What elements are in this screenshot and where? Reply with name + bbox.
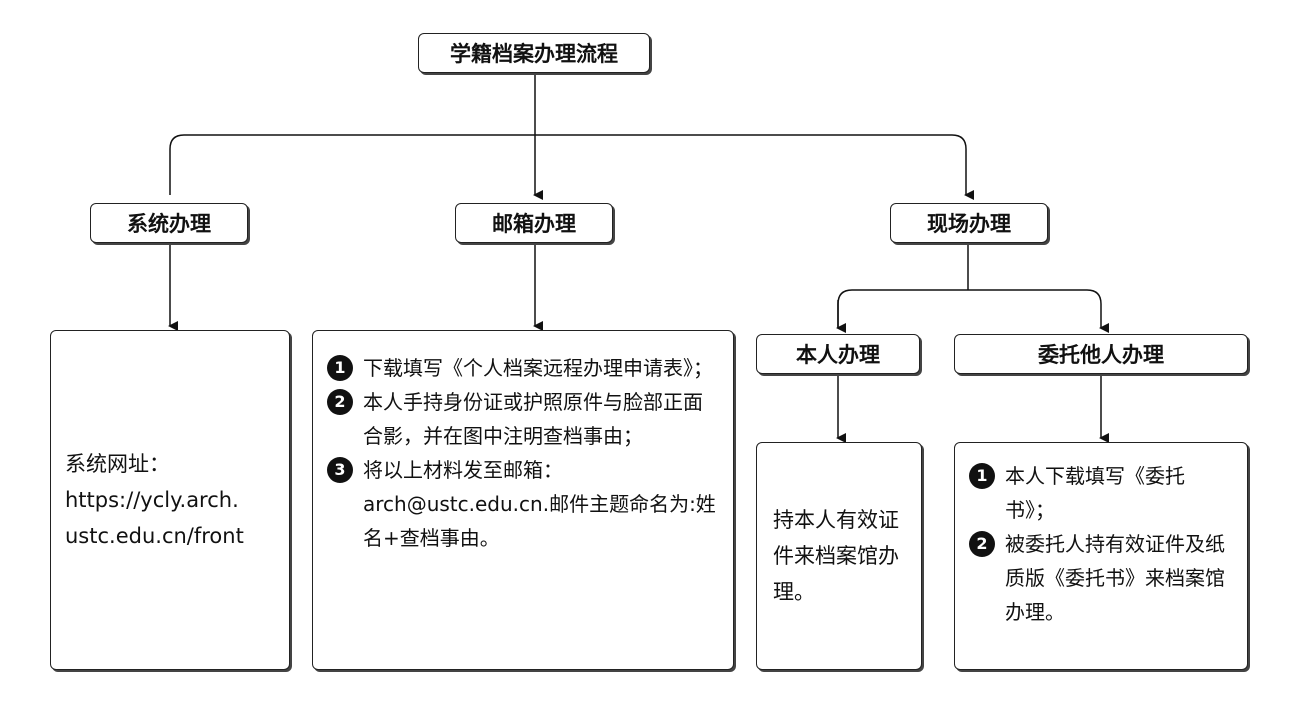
delegate-step-2: 2 被委托人持有效证件及纸质版《委托书》来档案馆办理。 [969, 527, 1233, 629]
step-number-badge: 1 [327, 355, 353, 381]
system-url-part1[interactable]: https://ycly.arch. [65, 488, 239, 512]
system-method-label: 系统办理 [90, 203, 248, 243]
self-handle-label: 本人办理 [756, 334, 920, 374]
delegate-step-text: 被委托人持有效证件及纸质版《委托书》来档案馆办理。 [1005, 532, 1225, 624]
step-number-badge: 3 [327, 457, 353, 483]
flow-title: 学籍档案办理流程 [418, 33, 650, 73]
system-url-label: 系统网址： [65, 452, 170, 476]
top-bracket [169, 134, 974, 200]
self-detail-text: 持本人有效证件来档案馆办理。 [773, 508, 899, 604]
step-number-badge: 2 [327, 389, 353, 415]
email-detail-box: 1 下载填写《个人档案远程办理申请表》； 2 本人手持身份证或护照原件与脸部正面… [312, 330, 734, 670]
email-method-label: 邮箱办理 [455, 203, 613, 243]
onsite-bracket [837, 289, 1109, 333]
step-number-badge: 1 [969, 463, 995, 489]
email-step-text: 下载填写《个人档案远程办理申请表》； [363, 356, 713, 380]
email-step-text: 本人手持身份证或护照原件与脸部正面合影，并在图中注明查档事由； [363, 390, 703, 448]
onsite-method-label: 现场办理 [890, 203, 1048, 243]
delegate-step-1: 1 本人下载填写《委托书》； [969, 459, 1233, 527]
email-step-3: 3 将以上材料发至邮箱：arch@ustc.edu.cn.邮件主题命名为:姓名+… [327, 453, 719, 555]
delegate-step-text: 本人下载填写《委托书》； [1005, 464, 1185, 522]
system-url-part2[interactable]: ustc.edu.cn/front [65, 524, 244, 548]
email-step-text: 将以上材料发至邮箱：arch@ustc.edu.cn.邮件主题命名为:姓名+查档… [363, 458, 716, 550]
self-detail-box: 持本人有效证件来档案馆办理。 [756, 442, 922, 670]
delegate-handle-label: 委托他人办理 [954, 334, 1248, 374]
email-step-2: 2 本人手持身份证或护照原件与脸部正面合影，并在图中注明查档事由； [327, 385, 719, 453]
email-step-1: 1 下载填写《个人档案远程办理申请表》； [327, 351, 719, 385]
delegate-detail-box: 1 本人下载填写《委托书》； 2 被委托人持有效证件及纸质版《委托书》来档案馆办… [954, 442, 1248, 670]
system-detail-box: 系统网址： https://ycly.arch. ustc.edu.cn/fro… [50, 330, 290, 670]
step-number-badge: 2 [969, 531, 995, 557]
